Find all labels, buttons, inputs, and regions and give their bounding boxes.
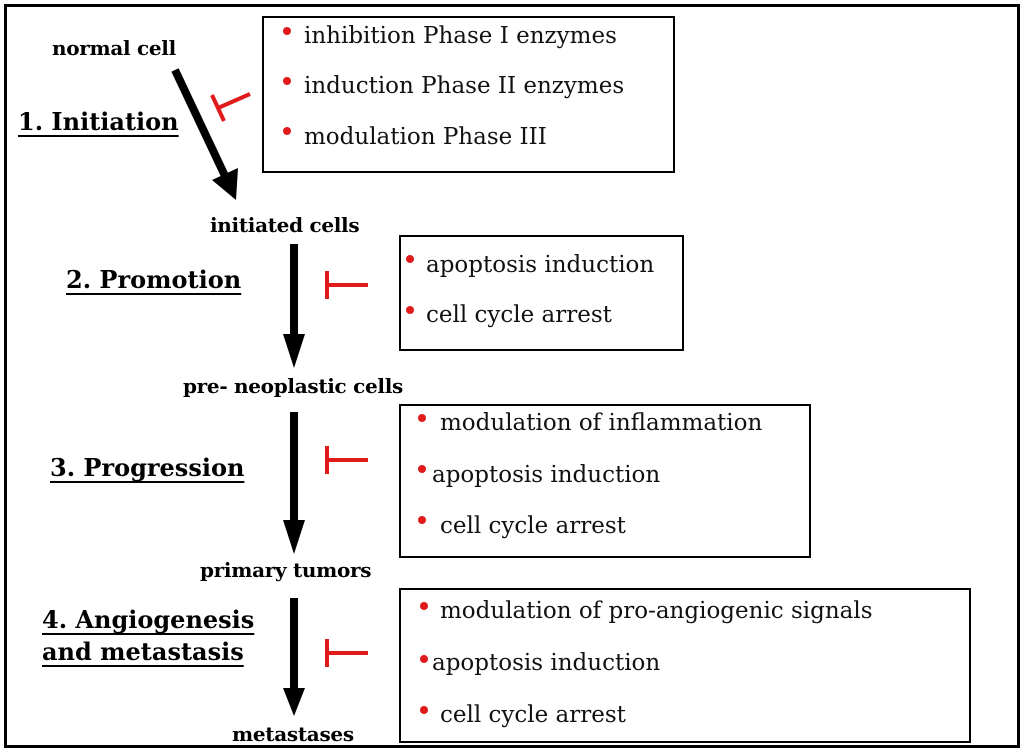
mechanism-item: inhibition Phase I enzymes bbox=[304, 23, 617, 49]
stage-label-progression: 3. Progression bbox=[50, 453, 245, 482]
mechanism-box-promotion bbox=[399, 235, 684, 351]
arrow-progression bbox=[283, 412, 305, 554]
bullet-icon bbox=[418, 414, 426, 422]
bullet-icon bbox=[418, 465, 426, 473]
inhibition-symbol-2 bbox=[325, 271, 368, 299]
bullet-icon bbox=[420, 706, 428, 714]
cell-label-normal: normal cell bbox=[52, 36, 176, 60]
bullet-icon bbox=[418, 516, 426, 524]
mechanism-box-angiogenesis bbox=[399, 588, 971, 743]
bullet-icon bbox=[406, 255, 414, 263]
mechanism-item: cell cycle arrest bbox=[440, 513, 626, 539]
inhibition-symbol-1 bbox=[210, 92, 251, 122]
stage-label-line: and metastasis bbox=[42, 637, 244, 667]
mechanism-item: cell cycle arrest bbox=[426, 302, 612, 328]
stage-label-initiation: 1. Initiation bbox=[18, 107, 179, 136]
mechanism-item: modulation of pro-angiogenic signals bbox=[440, 598, 873, 624]
inhibition-symbol-4 bbox=[325, 639, 368, 667]
mechanism-item: apoptosis induction bbox=[426, 252, 655, 278]
stage-label-angiogenesis: 4. Angiogenesis and metastasis bbox=[42, 604, 254, 669]
mechanism-item: apoptosis induction bbox=[432, 462, 661, 488]
cell-label-metastases: metastases bbox=[232, 722, 354, 746]
stage-label-line: 4. Angiogenesis bbox=[42, 605, 255, 634]
mechanism-item: apoptosis induction bbox=[432, 650, 661, 676]
mechanism-item: cell cycle arrest bbox=[440, 702, 626, 728]
cell-label-initiated: initiated cells bbox=[210, 213, 360, 237]
cell-label-preneoplastic: pre- neoplastic cells bbox=[183, 374, 403, 398]
arrow-promotion bbox=[283, 244, 305, 368]
bullet-icon bbox=[420, 602, 428, 610]
mechanism-box-initiation bbox=[262, 16, 675, 173]
bullet-icon bbox=[283, 127, 291, 135]
arrow-initiation bbox=[171, 68, 238, 200]
arrow-angiogenesis bbox=[283, 598, 305, 716]
mechanism-item: modulation Phase III bbox=[304, 124, 547, 150]
bullet-icon bbox=[283, 77, 291, 85]
mechanism-item: induction Phase II enzymes bbox=[304, 73, 625, 99]
inhibition-symbol-3 bbox=[325, 446, 368, 474]
bullet-icon bbox=[283, 27, 291, 35]
cell-label-primary-tumors: primary tumors bbox=[200, 558, 372, 582]
bullet-icon bbox=[406, 306, 414, 314]
stage-label-promotion: 2. Promotion bbox=[66, 265, 242, 294]
mechanism-box-progression bbox=[399, 404, 811, 558]
bullet-icon bbox=[420, 655, 428, 663]
mechanism-item: modulation of inflammation bbox=[440, 410, 763, 436]
